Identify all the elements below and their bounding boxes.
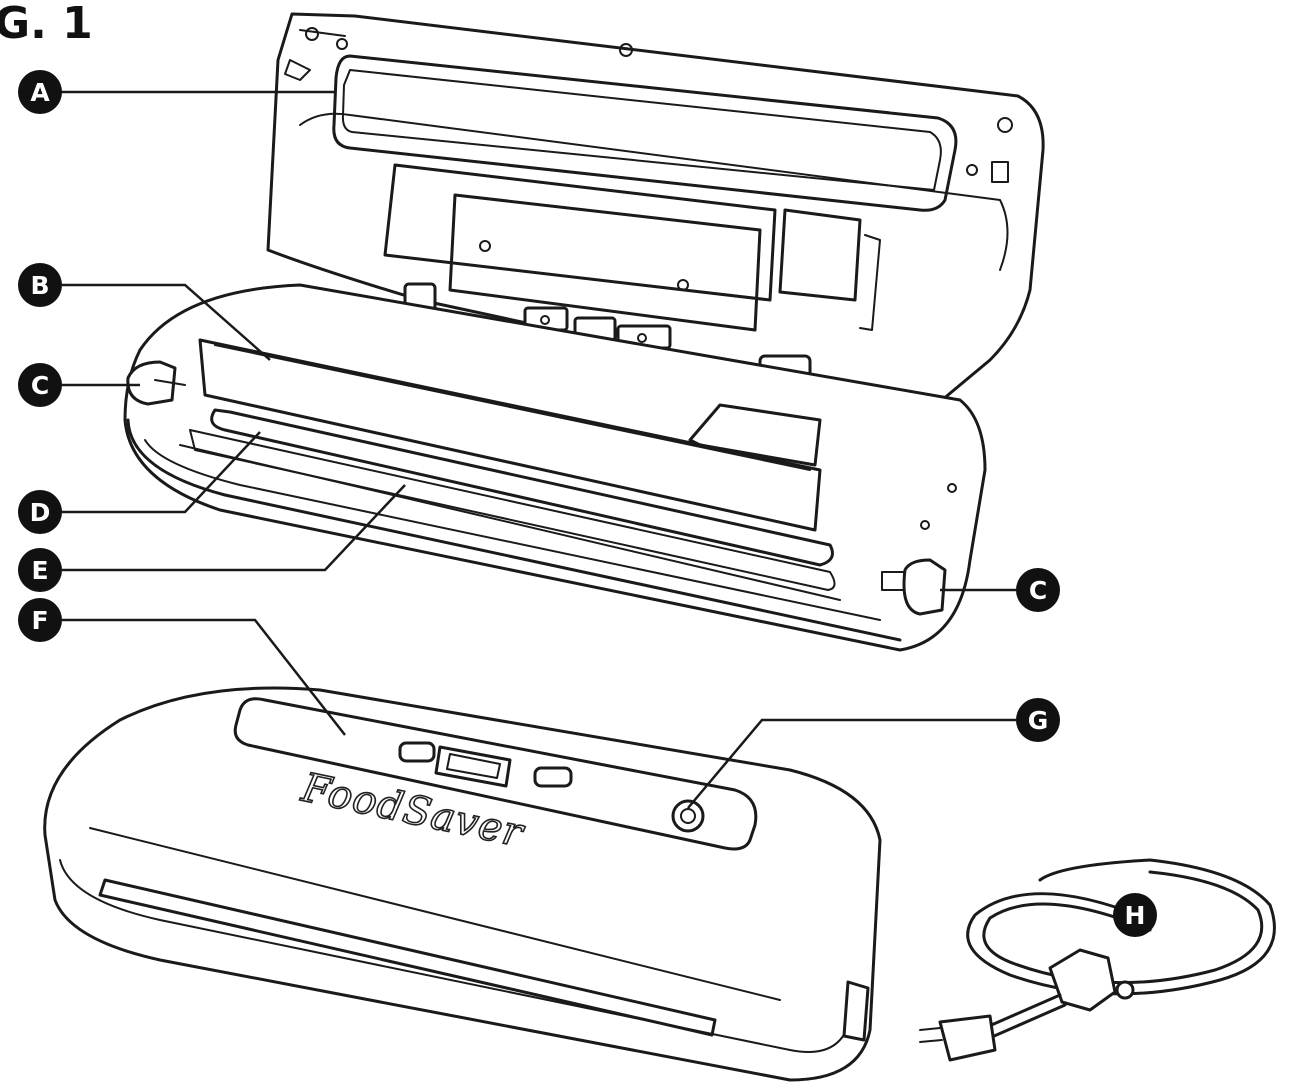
callout-f: F (18, 598, 62, 642)
callout-e: E (18, 548, 62, 592)
open-base (123, 283, 987, 652)
svg-text:G: G (1028, 706, 1049, 735)
callout-c-left: C (18, 363, 62, 407)
callout-d: D (18, 490, 62, 534)
svg-text:E: E (31, 556, 48, 585)
callout-g: G (1016, 698, 1060, 742)
svg-text:A: A (30, 78, 50, 107)
leader-b (62, 283, 271, 361)
svg-text:C: C (31, 371, 49, 400)
svg-text:H: H (1125, 901, 1146, 930)
leader-d (62, 431, 261, 514)
svg-text:B: B (30, 271, 49, 300)
leader-g (687, 718, 1016, 809)
accessory-hose (919, 858, 1276, 1062)
callout-c-right: C (1016, 568, 1060, 612)
svg-text:F: F (31, 606, 48, 635)
leader-f (62, 618, 346, 736)
callout-b: B (18, 263, 62, 307)
figure-title: G. 1 (0, 0, 93, 49)
leader-lines (60, 90, 1016, 809)
svg-text:D: D (30, 498, 51, 527)
closed-unit: FoodSaver (43, 686, 882, 1082)
leader-e (62, 484, 406, 572)
svg-text:C: C (1029, 576, 1047, 605)
callout-h: H (1113, 893, 1157, 937)
callout-a: A (18, 70, 62, 114)
